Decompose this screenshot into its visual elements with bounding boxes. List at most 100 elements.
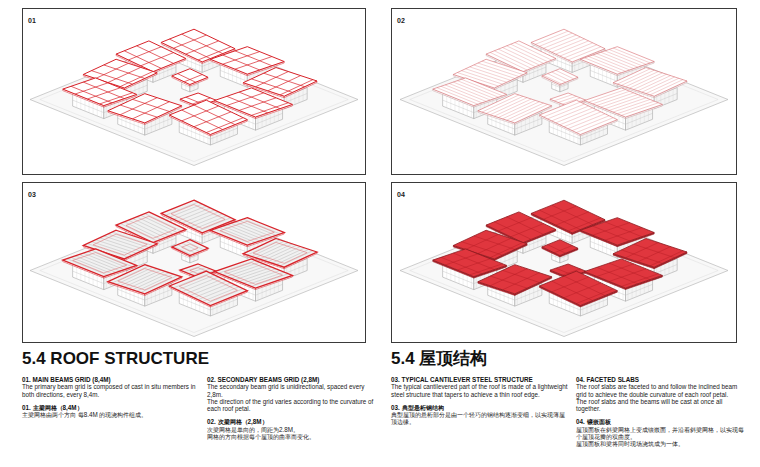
beam-grid-line [120, 105, 157, 117]
beam-grid-line [137, 217, 174, 235]
beam-grid-line [609, 263, 650, 280]
beam-grid-line [503, 273, 540, 290]
roof-slab [433, 78, 507, 106]
beam-grid-line [108, 234, 149, 248]
roof-slab [169, 100, 247, 134]
beam-grid-line [462, 79, 503, 96]
beam-grid-line [544, 35, 577, 48]
beam-grid-line [593, 55, 630, 70]
beam-grid-line [182, 243, 200, 252]
roof-slab [108, 265, 182, 294]
beam-grid-line [638, 76, 671, 91]
beam-grid-line [552, 281, 593, 301]
beam-grid-line [239, 92, 280, 109]
beam-grid-line [585, 58, 622, 73]
beam-grid-line [215, 229, 252, 244]
beam-grid-line [552, 72, 570, 81]
beam-grid-line [576, 118, 613, 133]
beam-grid-line [564, 276, 605, 296]
beam-grid-line [494, 99, 531, 116]
beam-grid-line [437, 88, 478, 105]
beam-grid-line [227, 225, 264, 240]
beam-grid-line [178, 245, 196, 254]
beam-grid-line [194, 283, 231, 298]
beam-grid-line [145, 214, 182, 232]
text-column: 04. FACETED SLABSThe roof slabs are face… [576, 376, 746, 448]
roof-outline [539, 100, 617, 134]
beam-grid-line [251, 274, 288, 287]
beam-grid-line [100, 238, 141, 252]
beam-grid-line [548, 104, 585, 119]
roof-petal [542, 69, 578, 92]
beam-grid-line [202, 287, 239, 302]
cantilever-line [73, 253, 127, 273]
beam-grid-line [223, 262, 260, 275]
beam-grid-line [554, 95, 572, 101]
axonometric-drawing [400, 29, 728, 165]
beam-grid-line [490, 269, 527, 286]
beam-grid-line [235, 51, 272, 66]
section-title: 5.4 屋顶结构 [391, 349, 487, 368]
beam-grid-line [83, 82, 124, 99]
beam-grid-line [605, 222, 642, 237]
beam-grid-line [445, 85, 486, 102]
axonometric-drawing [30, 29, 358, 165]
beam-grid-line [206, 289, 243, 304]
diagram-panel: 03 [22, 182, 366, 343]
beam-grid-line [268, 76, 301, 91]
beam-grid-line [178, 275, 215, 290]
beam-grid-line [219, 261, 256, 274]
roof-slab [539, 271, 617, 305]
beam-grid-line [650, 251, 683, 266]
beam-grid-line [182, 110, 223, 130]
beam-grid-line [498, 100, 535, 117]
beam-grid-line [601, 95, 638, 108]
beam-grid-line [449, 84, 490, 101]
beam-grid-line [92, 250, 133, 266]
beam-grid-line [621, 70, 654, 85]
roof-slab [169, 271, 247, 305]
beam-grid-line [503, 102, 540, 119]
panel-number: 04 [397, 191, 405, 199]
section-heading: 03. TYPICAL CANTILEVER STEEL STRUCTURE [391, 376, 569, 383]
section-title: 5.4 ROOF STRUCTURE [22, 349, 209, 368]
beam-grid-line [609, 49, 646, 64]
diagram-panel: 02 [391, 8, 737, 175]
beam-grid-line [186, 41, 219, 54]
roof-petal [172, 69, 208, 92]
roof-outline [433, 78, 507, 106]
diagram-panel: 04 [391, 182, 737, 343]
beam-grid-line [239, 220, 276, 235]
beam-grid-line [239, 269, 276, 282]
beam-grid-line [133, 102, 170, 119]
text-column: 02. SECONDARY BEAMS GRID (2,8M)The secon… [207, 376, 375, 440]
beam-grid-line [256, 72, 289, 87]
roof-outline [539, 271, 617, 305]
roof-petal [169, 271, 247, 316]
beam-grid-line [223, 55, 260, 70]
beam-grid-line [247, 272, 284, 285]
beam-grid-line [75, 83, 108, 94]
beam-grid-line [231, 266, 268, 279]
roof-outline [169, 271, 247, 305]
beam-grid-line [108, 67, 141, 82]
beam-grid-line [133, 99, 170, 111]
beam-grid-line [556, 212, 589, 225]
beam-grid-line [457, 259, 490, 270]
roof-slab [542, 69, 578, 85]
beam-grid-line [124, 270, 161, 287]
beam-grid-line [87, 88, 120, 99]
beam-grid-line [482, 95, 519, 112]
beam-grid-line [544, 206, 577, 219]
beam-grid-line [617, 101, 654, 114]
roof-outline [542, 69, 578, 85]
beam-grid-line [478, 63, 519, 77]
section-heading: 02. 次梁网格（2,8M） [207, 418, 375, 425]
beam-grid-line [247, 240, 280, 255]
beam-grid-line [133, 219, 170, 237]
body-text: The roof slabs are faceted to and follow… [576, 383, 746, 398]
body-text: The secondary beam grid is unidirectiona… [207, 383, 375, 398]
text-column: 01. MAIN BEAMS GRID (8,4M)The primary be… [22, 376, 200, 418]
beam-grid-line [182, 34, 223, 54]
roof-petal [172, 240, 208, 263]
